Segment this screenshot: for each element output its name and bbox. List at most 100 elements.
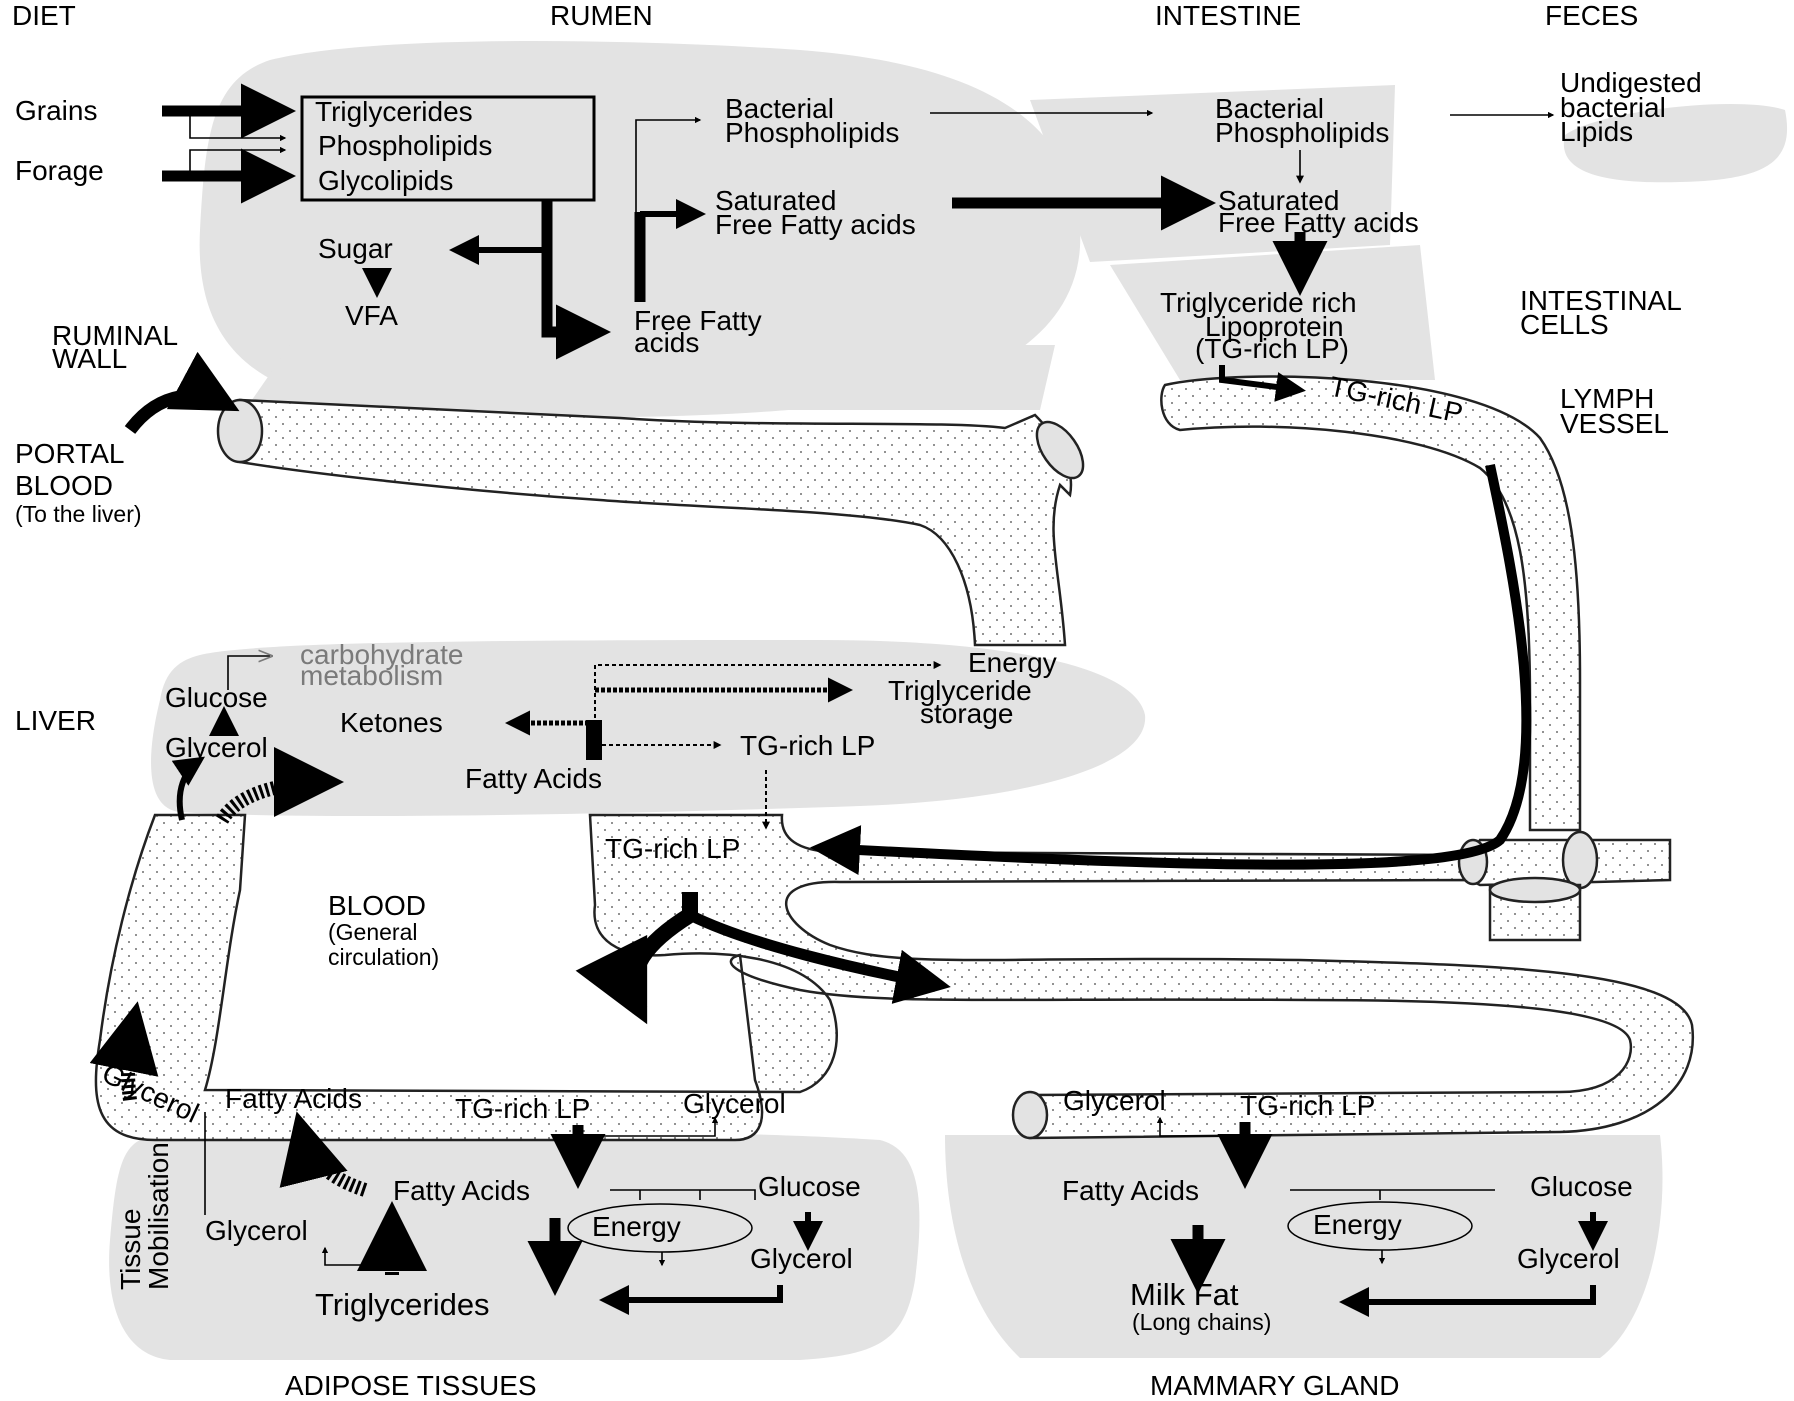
label-milk-fat: Milk Fat [1130, 1277, 1239, 1312]
label-blood-3: circulation) [328, 944, 439, 970]
label-adipose-glycerol-right: Glycerol [750, 1243, 853, 1274]
label-vfa: VFA [345, 300, 398, 331]
to-bacterial-pl-arrow [635, 116, 702, 302]
tg-rich-to-lymph-arrow [1219, 365, 1306, 402]
header-feces: FECES [1545, 0, 1638, 31]
label-blood-fatty-acids: Fatty Acids [225, 1083, 362, 1114]
fa-to-energy-arrow [594, 661, 942, 725]
label-liver-glycerol: Glycerol [165, 732, 268, 763]
portal-vessel [238, 398, 1073, 647]
adipose-glycerol-to-tg-arrow [599, 1285, 783, 1315]
mammary-energy-ellipse [1287, 1201, 1473, 1251]
label-sugar: Sugar [318, 233, 393, 264]
label-blood-1: BLOOD [328, 890, 426, 921]
label-tissue-mob-2: Mobilisation [143, 1142, 174, 1290]
label-carb-1: carbohydrate [300, 639, 463, 670]
label-liver-tg-rich: TG-rich LP [740, 730, 875, 761]
label-free-fa-2: acids [634, 327, 699, 358]
label-blood-glycerol-adipose: Glycerol [683, 1088, 786, 1119]
label-tg-rich-2: Lipoprotein [1205, 311, 1344, 342]
label-adipose-fatty-acids: Fatty Acids [393, 1175, 530, 1206]
label-liver: LIVER [15, 705, 96, 736]
label-mammary-energy: Energy [1313, 1209, 1402, 1240]
ruminal-wall-region [245, 345, 1055, 410]
label-liver-energy: Energy [968, 647, 1057, 678]
label-rumen-bact-pl-2: Phospholipids [725, 117, 899, 148]
label-portal-2: BLOOD [15, 470, 113, 501]
lymph-to-blood-arrow [810, 463, 1532, 876]
label-mammary-fatty-acids: Fatty Acids [1062, 1175, 1199, 1206]
adipose-energy-ellipse [567, 1203, 753, 1253]
label-carb-2: metabolism [300, 660, 443, 691]
label-liver-glucose: Glucose [165, 682, 268, 713]
label-tissue-mob-1: Tissue [115, 1209, 146, 1290]
label-int-bact-pl-1: Bacterial [1215, 93, 1324, 124]
blood-fa-into-liver-arrow [216, 747, 344, 825]
label-intestinal-cells-1: INTESTINAL [1520, 285, 1682, 316]
label-adipose-glucose: Glucose [758, 1171, 861, 1202]
blood-to-mammary-arrow [687, 910, 951, 1004]
label-ruminal-wall-2: WALL [52, 343, 127, 374]
header-diet: DIET [12, 0, 76, 31]
label-adipose-glycerol-left: Glycerol [205, 1215, 308, 1246]
portal-blood-arrow [124, 351, 240, 435]
label-adipose-energy: Energy [592, 1211, 681, 1242]
label-portal-1: PORTAL [15, 438, 124, 469]
rumen-main-stem [541, 200, 611, 360]
adipose-glycerol-small-arrow [578, 1116, 719, 1137]
label-blood-tg-rich-adipose: TG-rich LP [455, 1093, 590, 1124]
label-portal-3: (To the liver) [15, 501, 142, 527]
label-ketones: Ketones [340, 707, 443, 738]
label-int-bact-pl-2: Phospholipids [1215, 117, 1389, 148]
glucose-to-carb-arrow [227, 656, 270, 690]
label-mammary-glucose: Glucose [1530, 1171, 1633, 1202]
blood-to-adipose-arrow [575, 892, 698, 1025]
liver-region [151, 640, 1146, 817]
label-mammary-title: MAMMARY GLAND [1150, 1370, 1399, 1401]
label-forage: Forage [15, 155, 104, 186]
diet-branch-arrow-2 [189, 146, 287, 176]
mammary-glycerol-to-milk-arrow [1339, 1285, 1596, 1317]
label-rumen-sat-1: Saturated [715, 185, 836, 216]
fa-hub-block [586, 720, 602, 760]
label-blood-2: (General [328, 919, 417, 945]
label-triglycerides: Triglycerides [315, 96, 473, 127]
label-tg-storage-1: Triglyceride [888, 675, 1032, 706]
portal-vessel-opening-right [1035, 420, 1085, 480]
mammary-energy-bracket [1290, 1189, 1495, 1200]
label-free-fa-1: Free Fatty [634, 305, 762, 336]
label-undigested-2: bacterial [1560, 92, 1666, 123]
glycerol-up-arrow [89, 1001, 159, 1101]
label-undigested-3: Lipids [1560, 116, 1633, 147]
adipose-energy-bracket [610, 1189, 756, 1200]
header-rumen: RUMEN [550, 0, 653, 31]
label-lymph-2: VESSEL [1560, 408, 1669, 439]
lymph-junction-bottom [1488, 876, 1582, 904]
label-grains: Grains [15, 95, 97, 126]
label-rumen-sat-2: Free Fatty acids [715, 209, 916, 240]
label-liver-fatty-acids: Fatty Acids [465, 763, 602, 794]
label-int-sat-2: Free Fatty acids [1218, 207, 1419, 238]
intestinal-cells-region [1110, 245, 1435, 380]
intestine-region [1030, 85, 1395, 262]
label-glycolipids: Glycolipids [318, 165, 453, 196]
rumen-lipid-box [300, 95, 596, 202]
blood-glycerol-into-liver-arrow [171, 756, 205, 821]
label-int-sat-1: Saturated [1218, 185, 1339, 216]
arrows [89, 83, 1608, 1317]
mammary-vessel-opening [1011, 1090, 1049, 1140]
adipose-fa-to-blood-arrow [279, 1111, 368, 1197]
label-tg-storage-2: storage [920, 698, 1013, 729]
label-adipose-title: ADIPOSE TISSUES [285, 1370, 537, 1401]
label-mammary-glycerol: Glycerol [1517, 1243, 1620, 1274]
label-tg-rich-1: Triglyceride rich [1160, 287, 1357, 318]
label-rumen-bact-pl-1: Bacterial [725, 93, 834, 124]
header-intestine: INTESTINE [1155, 0, 1301, 31]
label-undigested-1: Undigested [1560, 67, 1702, 98]
adipose-recycle-arrow [321, 1246, 392, 1266]
lymph-junction-right [1561, 830, 1599, 890]
label-adipose-triglycerides: Triglycerides [315, 1287, 490, 1322]
mammary-glycerol-small-arrow [1156, 1116, 1245, 1137]
label-long-chains: (Long chains) [1132, 1309, 1271, 1335]
